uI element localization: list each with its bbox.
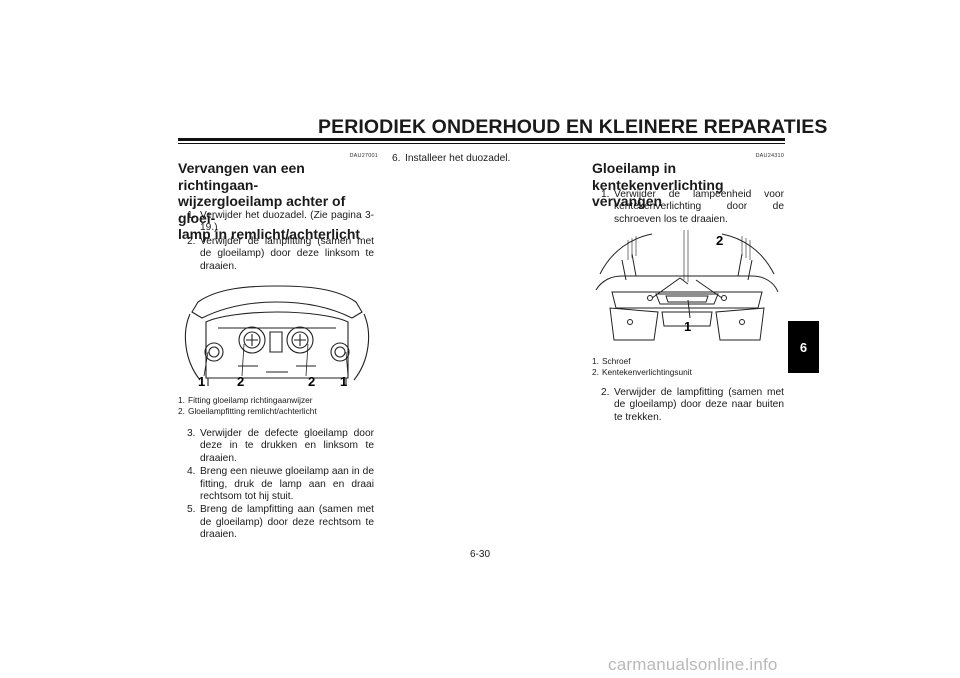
figure-callout: 1 bbox=[198, 374, 205, 389]
header-rule bbox=[178, 138, 785, 141]
figure-callout: 2 bbox=[716, 233, 723, 248]
caption-item: 1.Schroef bbox=[592, 356, 631, 366]
heading-line: wijzergloeilamp achter of gloei- bbox=[178, 193, 346, 226]
heading-line: Gloeilamp in kentekenverlichting bbox=[592, 160, 724, 193]
left-steps-after: 3.Verwijder de defecte gloeilamp door de… bbox=[178, 428, 374, 542]
caption-item: 2.Gloeilampfitting remlicht/achterlicht bbox=[178, 406, 317, 416]
step-item: 4.Breng een nieuwe gloeilamp aan in de f… bbox=[187, 466, 374, 503]
step-item: 1.Verwijder de lampeenheid voor kenteken… bbox=[601, 189, 784, 225]
figure-callout: 2 bbox=[237, 374, 244, 389]
right-steps-before: 1.Verwijder de lampeenheid voor kenteken… bbox=[592, 189, 784, 226]
caption-item: 2.Kentekenverlichtingsunit bbox=[592, 367, 692, 377]
right-steps-after: 2.Verwijder de lampfitting (samen met de… bbox=[592, 387, 784, 424]
left-section-heading: Vervangen van een richtingaan- wijzerglo… bbox=[178, 160, 378, 243]
page-header-title: PERIODIEK ONDERHOUD EN KLEINERE REPARATI… bbox=[318, 116, 828, 138]
right-figure-captions: 1.Schroef 2.Kentekenverlichtingsunit bbox=[592, 356, 788, 378]
section-code: DAU27001 bbox=[349, 153, 378, 159]
watermark-text: carmanualsonline.info bbox=[608, 655, 778, 674]
step-item: 6.Installeer het duozadel. bbox=[392, 153, 511, 164]
step-item: 2.Verwijder de lampfitting (samen met de… bbox=[187, 235, 374, 272]
middle-steps: 6.Installeer het duozadel. bbox=[383, 153, 579, 165]
step-item: 1.Verwijder het duozadel. (Zie pagina 3-… bbox=[187, 210, 374, 234]
step-item: 3.Verwijder de defecte gloeilamp door de… bbox=[187, 428, 374, 464]
right-section-heading: Gloeilamp in kentekenverlichting vervang… bbox=[592, 160, 788, 210]
chapter-tab: 6 bbox=[788, 321, 819, 373]
step-item: 2.Verwijder de lampfitting (samen met de… bbox=[601, 387, 784, 423]
figure-callout: 1 bbox=[340, 374, 347, 389]
heading-line: Vervangen van een richtingaan- bbox=[178, 160, 305, 193]
figure-callout: 1 bbox=[684, 319, 691, 334]
heading-line: lamp in remlicht/achterlicht bbox=[178, 226, 361, 242]
figure-callout: 2 bbox=[308, 374, 315, 389]
caption-item: 1.Fitting gloeilamp richtingaanwijzer bbox=[178, 395, 313, 405]
heading-line: vervangen bbox=[592, 193, 663, 209]
header-rule-thin bbox=[178, 143, 785, 144]
step-item: 5.Breng de lampfitting aan (samen met de… bbox=[187, 504, 374, 541]
left-steps-before: 1.Verwijder het duozadel. (Zie pagina 3-… bbox=[178, 210, 374, 273]
license-light-unit-illustration: 2 1 bbox=[595, 230, 779, 341]
left-figure-captions: 1.Fitting gloeilamp richtingaanwijzer 2.… bbox=[178, 395, 378, 417]
section-code: DAU24310 bbox=[755, 153, 784, 159]
rear-lamp-fittings-illustration: 1 2 2 1 bbox=[184, 285, 370, 389]
page-number: 6-30 bbox=[469, 549, 490, 560]
